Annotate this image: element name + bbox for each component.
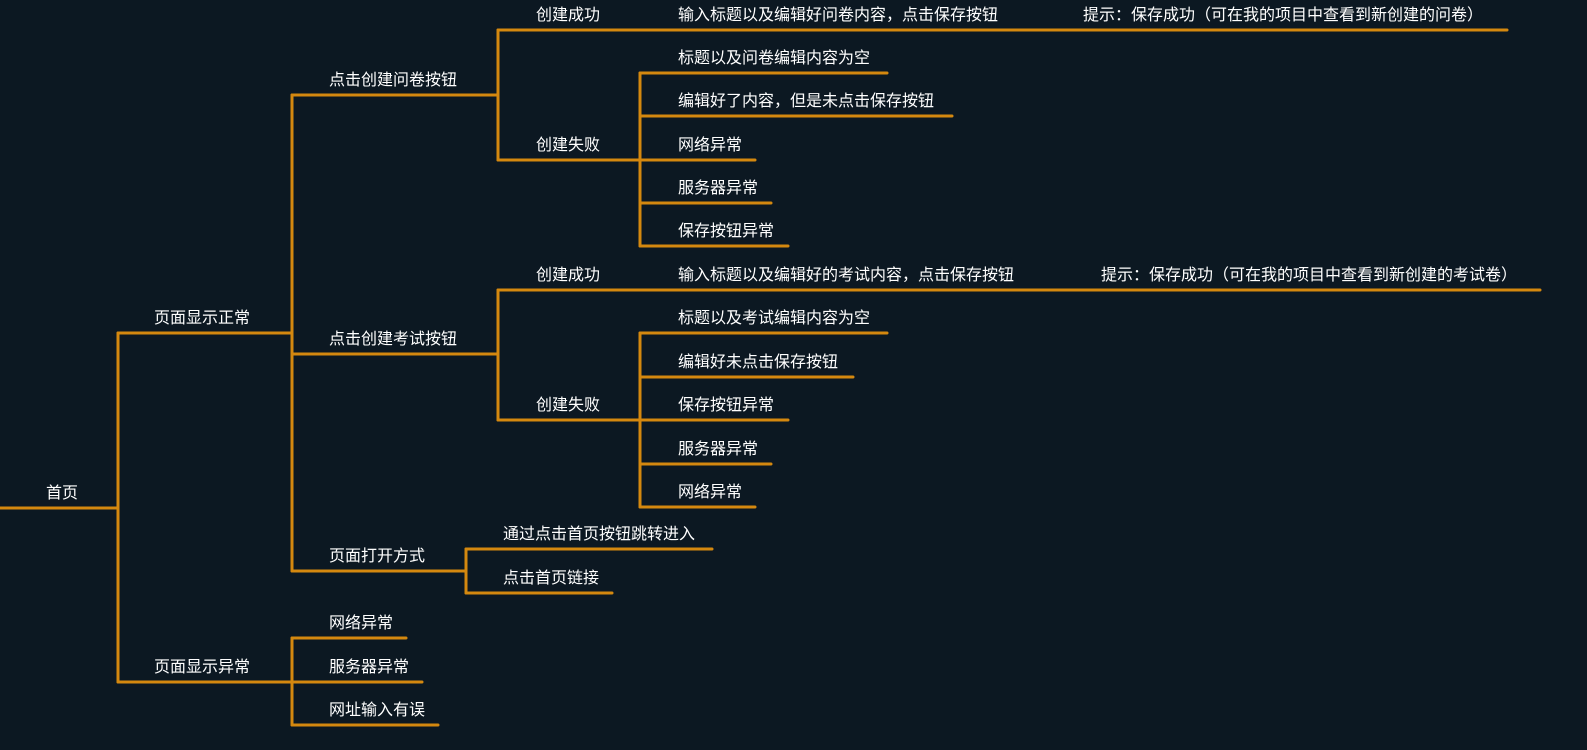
mindmap-node[interactable]: 页面打开方式 <box>329 546 426 565</box>
mindmap-node[interactable]: 保存按钮异常 <box>678 221 775 240</box>
mindmap-node[interactable]: 编辑好未点击保存按钮 <box>678 352 839 371</box>
mindmap-node[interactable]: 输入标题以及编辑好问卷内容，点击保存按钮 <box>678 5 999 24</box>
root-node[interactable]: 首页 <box>46 483 79 502</box>
mindmap-node[interactable]: 服务器异常 <box>678 439 759 458</box>
mindmap-node[interactable]: 通过点击首页按钮跳转进入 <box>503 524 696 543</box>
mindmap-node[interactable]: 输入标题以及编辑好的考试内容，点击保存按钮 <box>678 265 1015 284</box>
mindmap-node[interactable]: 点击创建问卷按钮 <box>329 70 458 89</box>
mindmap-node[interactable]: 网络异常 <box>329 613 394 632</box>
mindmap-node[interactable]: 服务器异常 <box>678 178 759 197</box>
mindmap-node[interactable]: 保存按钮异常 <box>678 395 775 414</box>
mindmap-node[interactable]: 创建成功 <box>536 5 601 24</box>
mindmap-node[interactable]: 页面显示正常 <box>154 308 251 327</box>
mindmap-node[interactable]: 标题以及问卷编辑内容为空 <box>678 48 871 67</box>
mindmap-node[interactable]: 编辑好了内容，但是未点击保存按钮 <box>678 91 935 110</box>
mindmap-node[interactable]: 点击首页链接 <box>503 568 600 587</box>
mindmap-node[interactable]: 创建失败 <box>536 135 601 154</box>
mindmap-node[interactable]: 网络异常 <box>678 135 743 154</box>
mindmap-node[interactable]: 提示：保存成功（可在我的项目中查看到新创建的问卷） <box>1083 5 1484 24</box>
mindmap-node[interactable]: 创建失败 <box>536 395 601 414</box>
mindmap-node[interactable]: 页面显示异常 <box>154 657 251 676</box>
mindmap-node[interactable]: 点击创建考试按钮 <box>329 329 458 348</box>
mindmap-node[interactable]: 网址输入有误 <box>329 700 426 719</box>
mindmap-node[interactable]: 提示：保存成功（可在我的项目中查看到新创建的考试卷） <box>1101 265 1518 284</box>
mindmap-node[interactable]: 标题以及考试编辑内容为空 <box>678 308 871 327</box>
mindmap-node[interactable]: 服务器异常 <box>329 657 410 676</box>
mindmap-node[interactable]: 创建成功 <box>536 265 601 284</box>
mindmap-node[interactable]: 网络异常 <box>678 482 743 501</box>
